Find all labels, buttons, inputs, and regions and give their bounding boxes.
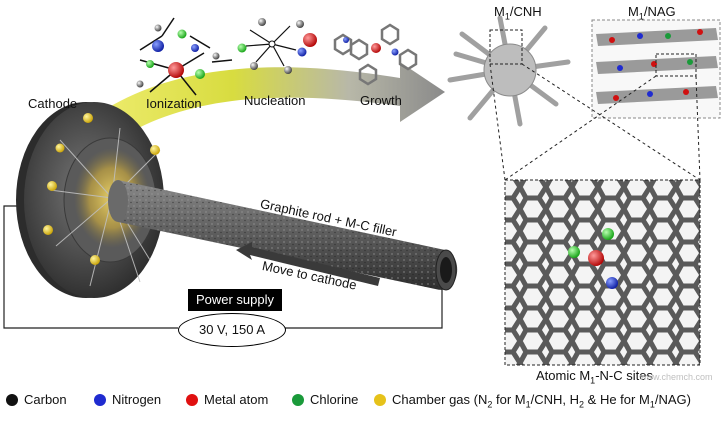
cnh-label: M1/CNH [494,4,542,22]
nag-label: M1/NAG [628,4,676,22]
power-value: 30 V, 150 A [178,313,286,347]
nucleation-label: Nucleation [244,93,306,108]
cathode-label: Cathode [28,96,78,111]
legend: Carbon Nitrogen Metal atom Chlorine Cham… [0,388,728,412]
watermark: www.chemch.com [640,372,713,382]
legend-dot-metal [186,394,198,406]
atomic-site-inset [504,179,701,366]
ionization-atoms [136,17,233,96]
legend-dot-nitrogen [94,394,106,406]
legend-label-nitrogen: Nitrogen [112,392,162,407]
nanohorn-illustration [447,15,571,127]
ionization-label: Ionization [146,96,202,111]
power-supply-box: Power supply [188,289,282,311]
circuit-wire [3,205,443,329]
growth-label: Growth [360,93,402,108]
legend-dot-carbon [6,394,18,406]
legend-label-carbon: Carbon [24,392,67,407]
growth-molecules [333,23,418,86]
legend-dot-chlorine [292,394,304,406]
sites-caption: Atomic M1-N-C sites [536,368,653,386]
legend-label-metal: Metal atom [204,392,269,407]
move-arrow [236,242,380,286]
legend-label-gas: Chamber gas (N2 for M1/CNH, H2 & He for … [392,392,691,410]
process-arrow [60,62,445,165]
graphene-layers [591,19,721,119]
zoom-lines [489,63,701,181]
legend-label-chlorine: Chlorine [310,392,359,407]
nucleation-atoms [237,18,317,74]
graphite-rod [108,180,458,291]
chamber-gas-atoms [43,113,160,265]
legend-dot-gas [374,394,386,406]
